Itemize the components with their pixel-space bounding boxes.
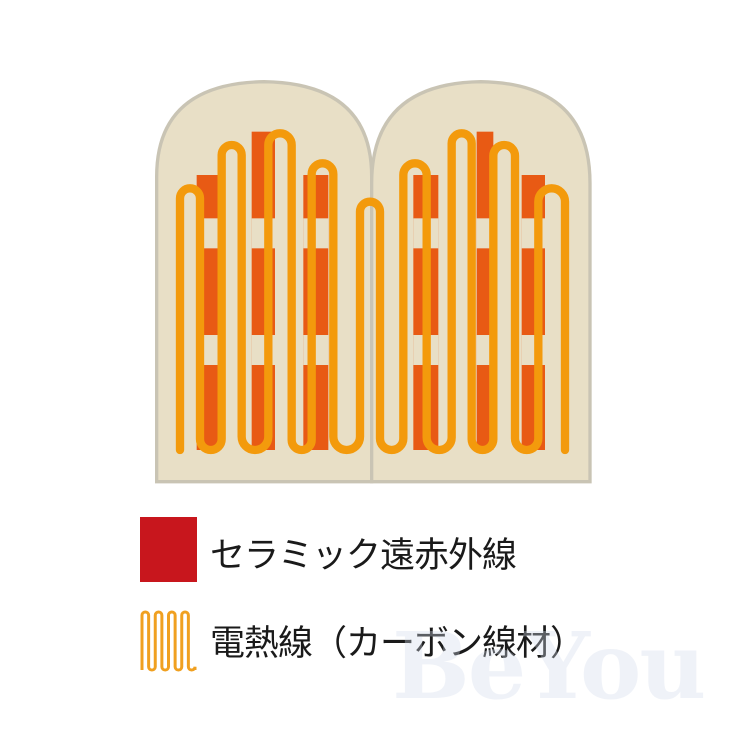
heater-panel-diagram: [155, 79, 592, 484]
wire-legend-icon: [140, 610, 197, 672]
ceramic-legend-swatch: [140, 517, 197, 582]
heating-wire: [175, 129, 570, 455]
ceramic-legend-label: セラミック遠赤外線: [210, 536, 517, 576]
watermark: BeYou: [392, 612, 706, 720]
wire-legend-label: 電熱線（カーボン線材）: [210, 624, 585, 664]
